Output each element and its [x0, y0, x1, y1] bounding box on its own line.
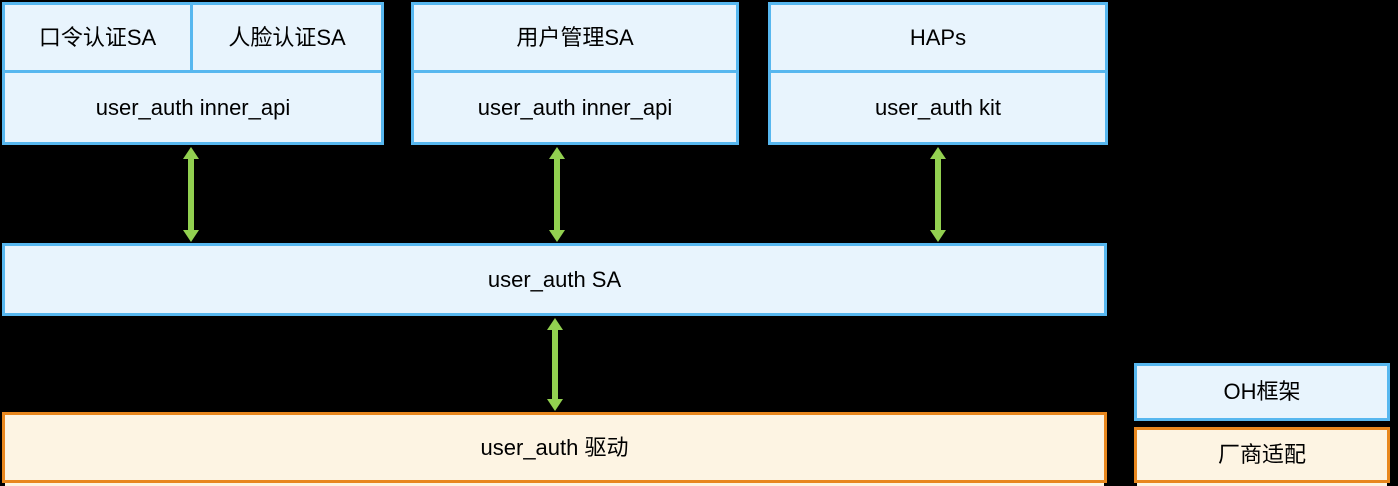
legend-vendor-adapter: 厂商适配 — [1134, 427, 1390, 483]
face-auth-sa-label: 人脸认证SA — [228, 24, 346, 50]
double-arrow-kit-to-sa — [930, 147, 946, 242]
legend-oh-framework: OH框架 — [1134, 363, 1390, 421]
box-auth-sa-pair: 口令认证SA 人脸认证SA — [2, 2, 384, 73]
box-face-auth-sa: 人脸认证SA — [193, 5, 381, 70]
user-auth-kit-label: user_auth kit — [875, 94, 1001, 120]
box-haps: HAPs — [768, 2, 1108, 73]
arrow-down-icon — [549, 230, 565, 242]
arrow-up-icon — [183, 147, 199, 159]
driver-box-edge — [5, 483, 1104, 486]
password-auth-sa-label: 口令认证SA — [38, 24, 157, 50]
double-arrow-inner-api-1-to-sa — [183, 147, 199, 242]
arrow-stem — [935, 159, 941, 230]
inner-api-1-label: user_auth inner_api — [95, 94, 291, 120]
cell-divider — [190, 5, 193, 70]
double-arrow-inner-api-2-to-sa — [549, 147, 565, 242]
legend-box-edge — [1137, 483, 1387, 486]
arrow-stem — [554, 159, 560, 230]
arrow-down-icon — [930, 230, 946, 242]
user-mgmt-sa-label: 用户管理SA — [516, 24, 634, 50]
box-user-auth-sa: user_auth SA — [2, 243, 1107, 316]
arrow-stem — [188, 159, 194, 230]
double-arrow-sa-to-driver — [547, 318, 563, 411]
box-user-mgmt-sa: 用户管理SA — [411, 2, 739, 73]
arrow-up-icon — [549, 147, 565, 159]
box-password-auth-sa: 口令认证SA — [5, 5, 190, 70]
box-inner-api-1: user_auth inner_api — [2, 70, 384, 145]
box-inner-api-2: user_auth inner_api — [411, 70, 739, 145]
arrow-up-icon — [930, 147, 946, 159]
arrow-up-icon — [547, 318, 563, 330]
haps-label: HAPs — [909, 24, 967, 50]
box-user-auth-driver: user_auth 驱动 — [2, 412, 1107, 483]
box-user-auth-kit: user_auth kit — [768, 70, 1108, 145]
arrow-stem — [552, 330, 558, 399]
user-auth-sa-label: user_auth SA — [487, 266, 622, 292]
legend-vendor-adapter-label: 厂商适配 — [1217, 442, 1306, 467]
arrow-down-icon — [547, 399, 563, 411]
user-auth-driver-label: user_auth 驱动 — [480, 434, 629, 460]
arrow-down-icon — [183, 230, 199, 242]
inner-api-2-label: user_auth inner_api — [477, 94, 673, 120]
legend-oh-framework-label: OH框架 — [1223, 379, 1301, 404]
